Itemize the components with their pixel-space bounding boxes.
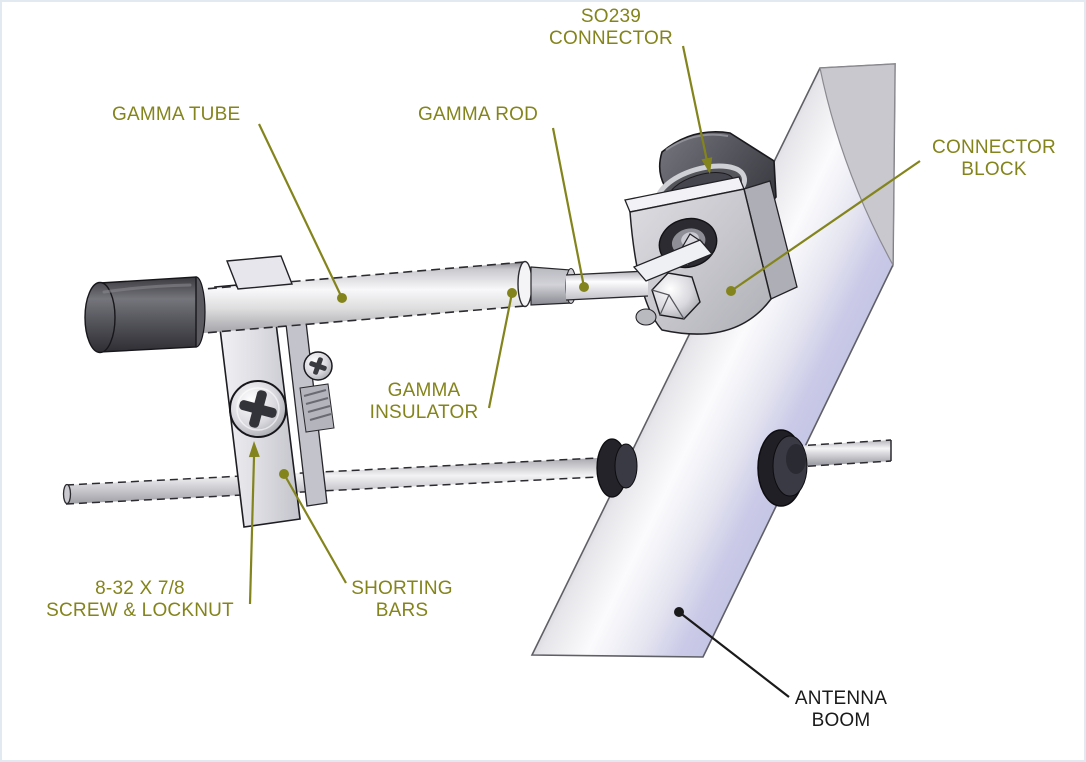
label-line: CONNECTOR [549,28,673,49]
boom-grommet-left [596,438,638,498]
phillips-screw-part [229,380,287,438]
label-line: INSULATOR [369,402,479,423]
label-line: SCREW & LOCKNUT [46,600,234,621]
rod-clamp-hardware [632,233,714,326]
label-line: ANTENNA [794,688,888,709]
driven-element-rod-right [757,429,892,507]
label-line: GAMMA TUBE [112,104,241,125]
label-line: BOOM [811,710,871,731]
boom-grommet-right [757,429,808,507]
label-gamma-rod: GAMMA ROD [418,104,538,126]
tube-end-cap [84,276,206,354]
label-line: GAMMA ROD [418,104,539,125]
label-line: BARS [375,600,429,621]
label-line: 8-32 X 7/8 [95,578,185,599]
gamma-rod-part [565,233,714,326]
clamp-saddle [226,255,293,290]
label-gamma-tube: GAMMA TUBE [112,104,240,126]
leader-lines [248,45,921,698]
label-line: SHORTING [351,578,453,599]
label-screw-locknut: 8-32 X 7/8 SCREW & LOCKNUT [46,578,234,622]
label-antenna-boom: ANTENNA BOOM [795,688,887,732]
label-line: CONNECTOR [932,137,1056,158]
boom-end-face [819,63,896,268]
label-connector-block: CONNECTOR BLOCK [932,137,1056,181]
label-line: SO239 [580,6,642,27]
label-shorting-bars: SHORTING BARS [351,578,453,622]
screw-threads [299,383,335,433]
tube-opening [517,260,533,308]
driven-element-rod-left [62,438,638,505]
antenna-boom-part [530,63,896,658]
rear-screw-head [303,351,333,381]
label-line: GAMMA [387,380,461,401]
label-so239-connector: SO239 CONNECTOR [549,6,673,50]
label-gamma-insulator: GAMMA INSULATOR [370,380,479,424]
label-line: BLOCK [961,159,1027,180]
gamma-tube-part [84,255,533,354]
